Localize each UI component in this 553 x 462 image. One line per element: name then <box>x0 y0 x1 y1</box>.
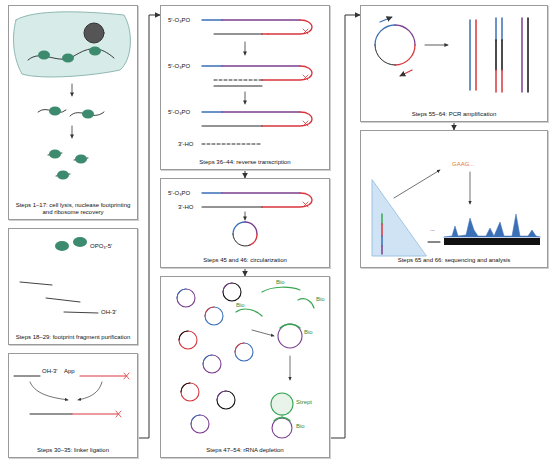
strand-label: OPO₃-5′ <box>90 243 112 249</box>
depletion-drawing <box>177 283 314 438</box>
strand-label: 5′-O₃PO <box>168 109 190 115</box>
step-caption: Steps 65 and 66: sequencing and analysis <box>364 257 544 264</box>
step-panel: Steps 18–29: footprint fragment purifica… <box>8 228 138 345</box>
strand-label: 5′-O₃PO <box>168 190 190 196</box>
pcr-drawing <box>375 17 528 92</box>
step-arrow <box>245 170 246 178</box>
sequencing-drawing <box>372 170 540 256</box>
step-arrow <box>330 15 360 438</box>
strand-label: Bio <box>316 296 325 302</box>
step-caption: Steps 45 and 46: circularization <box>164 257 326 264</box>
step-panel: Steps 55–64: PCR amplification <box>360 5 548 122</box>
strand-label: GAAG... <box>452 161 474 167</box>
step-caption: Steps 1–17: cell lysis, nuclease footpri… <box>12 202 134 216</box>
step-panel: Steps 1–17: cell lysis, nuclease footpri… <box>8 5 138 220</box>
fragment-drawing <box>20 237 98 313</box>
strand-label: 3′-HO <box>178 141 193 147</box>
strand-label: Bio <box>304 329 313 335</box>
strand-label: 3′-HO <box>178 204 193 210</box>
step-panel: Steps 65 and 66: sequencing and analysis <box>360 130 548 268</box>
strand-label: Strept <box>296 399 312 405</box>
strand-label: OH-3′ <box>101 309 116 315</box>
strand-label: Bio <box>276 279 285 285</box>
step-arrow <box>245 268 246 276</box>
step-caption: Steps 47–54: rRNA depletion <box>164 447 326 454</box>
circularization-drawing <box>202 193 312 246</box>
step-panel: Steps 47–54: rRNA depletion <box>160 276 330 458</box>
cell-drawing <box>14 12 131 180</box>
strand-label: Bio <box>296 423 305 429</box>
strand-label: ... <box>430 226 435 232</box>
step-arrow <box>454 122 455 130</box>
rt-drawing <box>202 20 312 144</box>
strand-label: Bio <box>236 302 245 308</box>
step-arrow <box>138 15 160 438</box>
step-caption: Steps 30–35: linker ligation <box>12 447 134 454</box>
ligation-drawing <box>14 373 129 417</box>
strand-label: 5′-O₃PO <box>168 63 190 69</box>
strand-label: 5′-O₃PO <box>168 17 190 23</box>
strand-label: App <box>64 368 75 374</box>
step-caption: Steps 36–44: reverse transcription <box>164 159 326 166</box>
step-caption: Steps 18–29: footprint fragment purifica… <box>12 334 134 341</box>
strand-label: OH-3′ <box>42 368 57 374</box>
step-caption: Steps 55–64: PCR amplification <box>364 111 544 118</box>
